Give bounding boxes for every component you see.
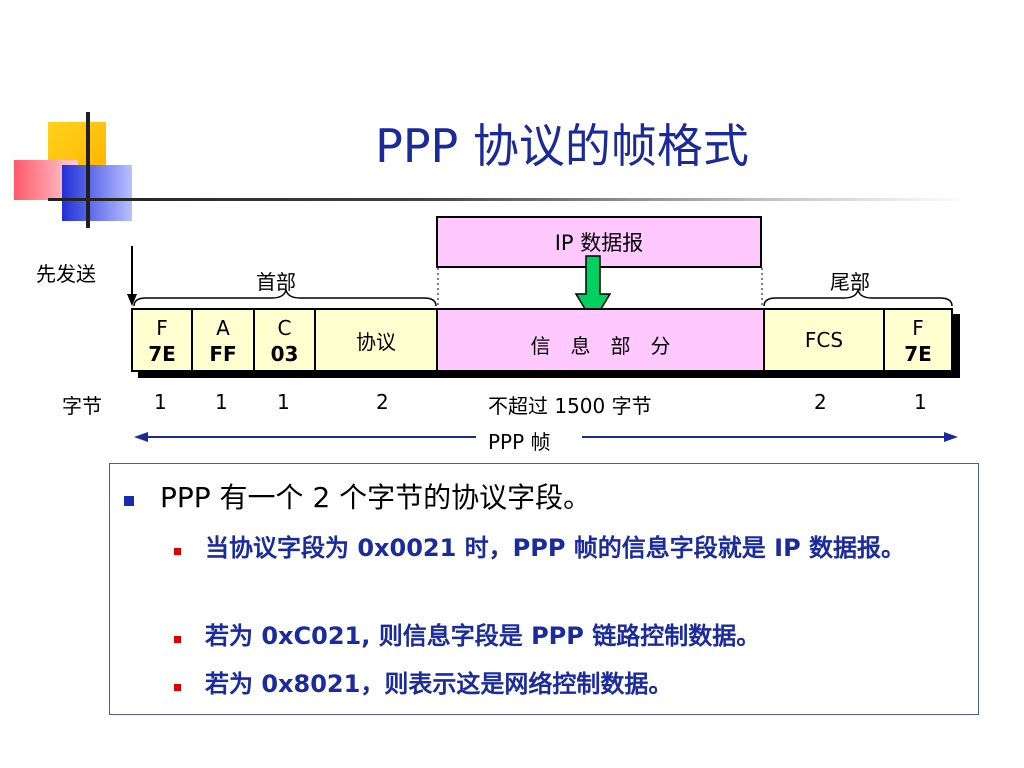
frame-arrowhead-right xyxy=(944,432,958,442)
frame-arrowhead-left xyxy=(134,432,148,442)
bytes-address: 1 xyxy=(215,390,228,414)
bytes-flag-start: 1 xyxy=(154,390,167,414)
bytes-fcs: 2 xyxy=(814,390,827,414)
field-flag-end-value: 7E xyxy=(904,342,932,366)
bytes-information: 不超过 1500 字节 xyxy=(488,394,652,418)
bytes-flag-end: 1 xyxy=(914,390,927,414)
header-label: 首部 xyxy=(256,270,296,294)
field-control: C 03 xyxy=(255,310,316,370)
field-address-value: FF xyxy=(209,342,237,366)
field-protocol-label: 协议 xyxy=(356,330,396,354)
field-information: 信 息 部 分 xyxy=(438,310,765,370)
header-brace xyxy=(133,289,437,307)
field-address-name: A xyxy=(216,316,230,340)
trailer-brace xyxy=(763,289,953,307)
notes-box: PPP 有一个 2 个字节的协议字段。 当协议字段为 0x0021 时，PPP … xyxy=(109,463,979,715)
bytes-protocol: 2 xyxy=(376,390,389,414)
trailer-label: 尾部 xyxy=(830,270,870,294)
send-first-arrowhead xyxy=(127,294,137,306)
ip-datagram-label: IP 数据报 xyxy=(554,231,644,255)
field-control-value: 03 xyxy=(270,342,299,366)
bullet-main: PPP 有一个 2 个字节的协议字段。 xyxy=(160,481,592,514)
field-fcs: FCS xyxy=(765,310,885,370)
field-fcs-label: FCS xyxy=(804,328,844,352)
field-protocol: 协议 xyxy=(316,310,438,370)
field-information-label: 信 息 部 分 xyxy=(530,334,671,358)
bullet-marker-sub-1 xyxy=(174,548,181,555)
bytes-control: 1 xyxy=(277,390,290,414)
logo-blue-square xyxy=(62,165,132,221)
field-control-name: C xyxy=(277,316,292,340)
send-first-label: 先发送 xyxy=(36,262,96,286)
logo-vertical-line xyxy=(86,112,90,228)
bytes-label: 字节 xyxy=(62,394,102,418)
ppp-frame: F 7E A FF C 03 协议 信 息 部 分 FCS F 7E xyxy=(131,308,953,372)
bullet-sub-3: 若为 0x8021，则表示这是网络控制数据。 xyxy=(205,670,673,698)
bullet-marker-main xyxy=(124,496,134,506)
field-flag-start-name: F xyxy=(156,316,168,340)
field-flag-start-value: 7E xyxy=(148,342,176,366)
bullet-marker-sub-3 xyxy=(174,684,181,691)
page-title: PPP 协议的帧格式 xyxy=(375,119,749,173)
field-flag-end-name: F xyxy=(912,316,924,340)
ppp-frame-label: PPP 帧 xyxy=(484,426,555,455)
bullet-sub-2: 若为 0xC021, 则信息字段是 PPP 链路控制数据。 xyxy=(205,622,761,650)
field-address: A FF xyxy=(193,310,255,370)
title-underline xyxy=(48,198,968,201)
field-flag-end: F 7E xyxy=(885,310,951,370)
bullet-sub-1: 当协议字段为 0x0021 时，PPP 帧的信息字段就是 IP 数据报。 xyxy=(205,534,906,562)
bullet-marker-sub-2 xyxy=(174,636,181,643)
field-flag-start: F 7E xyxy=(133,310,193,370)
